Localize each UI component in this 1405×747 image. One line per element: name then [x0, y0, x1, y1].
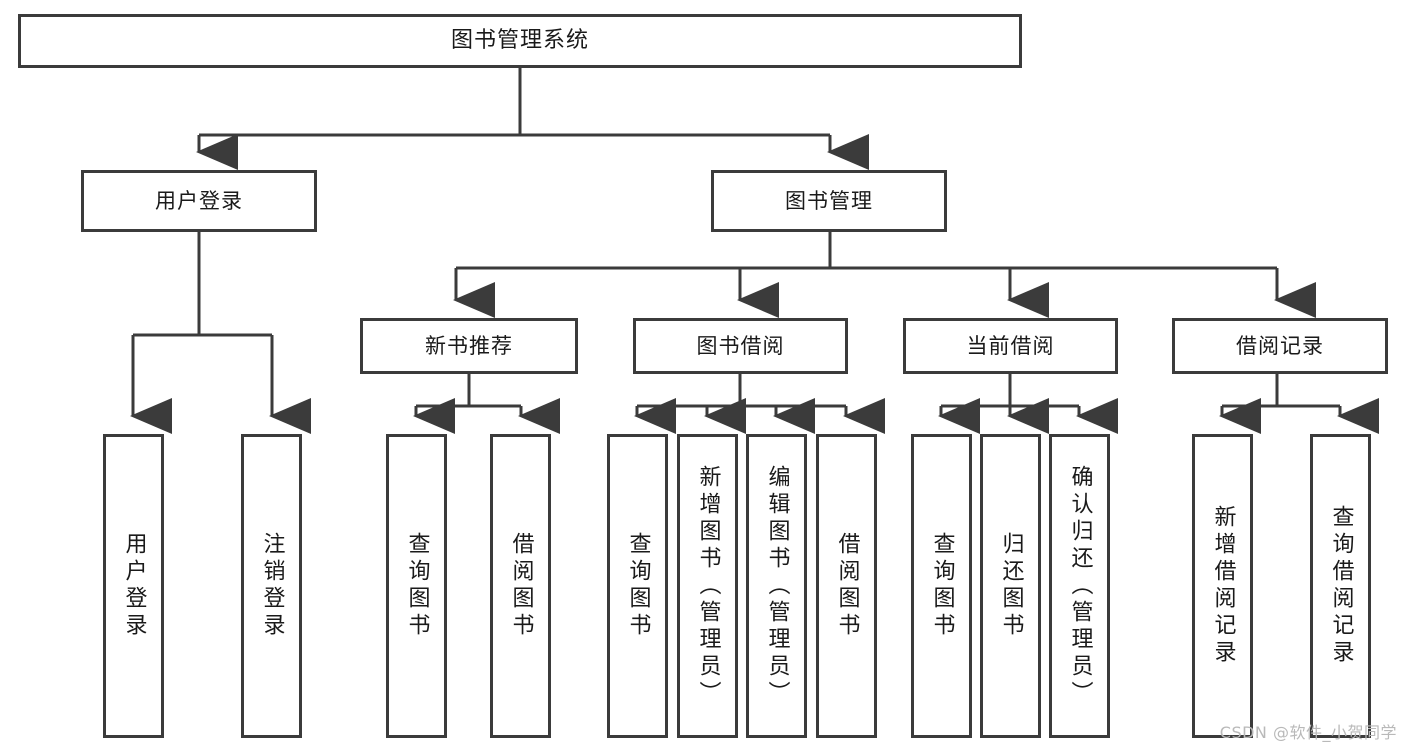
node-new-book-recommend[interactable]: 新书推荐	[360, 318, 578, 374]
node-label: 当前借阅	[966, 333, 1055, 358]
node-label: 查询图书	[625, 532, 651, 640]
node-label: 图书管理	[785, 188, 873, 213]
node-borrow-record[interactable]: 借阅记录	[1172, 318, 1388, 374]
node-label: 图书借阅	[696, 333, 785, 358]
node-label: 编辑图书（管理员）	[764, 464, 790, 708]
leaf-borrow-book-recommend[interactable]: 借阅图书	[490, 434, 551, 738]
leaf-return-book[interactable]: 归还图书	[980, 434, 1041, 738]
node-root-system[interactable]: 图书管理系统	[18, 14, 1022, 68]
node-book-management[interactable]: 图书管理	[711, 170, 947, 232]
node-book-borrow[interactable]: 图书借阅	[633, 318, 848, 374]
leaf-add-borrow-record[interactable]: 新增借阅记录	[1192, 434, 1253, 738]
node-label: 借阅图书	[834, 532, 860, 640]
watermark-text: CSDN @软件_小贺同学	[1219, 723, 1397, 742]
node-label: 新书推荐	[425, 333, 513, 358]
node-label: 查询借阅记录	[1328, 505, 1354, 667]
leaf-query-borrow-record[interactable]: 查询借阅记录	[1310, 434, 1371, 738]
leaf-confirm-return-admin[interactable]: 确认归还（管理员）	[1049, 434, 1110, 738]
node-label: 借阅图书	[508, 532, 534, 640]
leaf-logout[interactable]: 注销登录	[241, 434, 302, 738]
leaf-query-book-recommend[interactable]: 查询图书	[386, 434, 447, 738]
leaf-query-book-borrow[interactable]: 查询图书	[607, 434, 668, 738]
node-user-login[interactable]: 用户登录	[81, 170, 317, 232]
node-label: 新增借阅记录	[1210, 505, 1236, 667]
leaf-add-book-admin[interactable]: 新增图书（管理员）	[677, 434, 738, 738]
node-current-borrow[interactable]: 当前借阅	[903, 318, 1118, 374]
node-label: 查询图书	[404, 532, 430, 640]
leaf-query-book-current[interactable]: 查询图书	[911, 434, 972, 738]
node-label: 查询图书	[929, 532, 955, 640]
node-label: 用户登录	[121, 532, 147, 640]
node-label: 确认归还（管理员）	[1067, 464, 1093, 708]
node-label: 注销登录	[259, 532, 285, 640]
node-label: 归还图书	[998, 532, 1024, 640]
node-label: 图书管理系统	[450, 28, 589, 54]
node-label: 新增图书（管理员）	[695, 464, 721, 708]
node-label: 用户登录	[155, 188, 243, 213]
leaf-borrow-book[interactable]: 借阅图书	[816, 434, 877, 738]
node-label: 借阅记录	[1236, 333, 1324, 358]
leaf-user-login[interactable]: 用户登录	[103, 434, 164, 738]
leaf-edit-book-admin[interactable]: 编辑图书（管理员）	[746, 434, 807, 738]
